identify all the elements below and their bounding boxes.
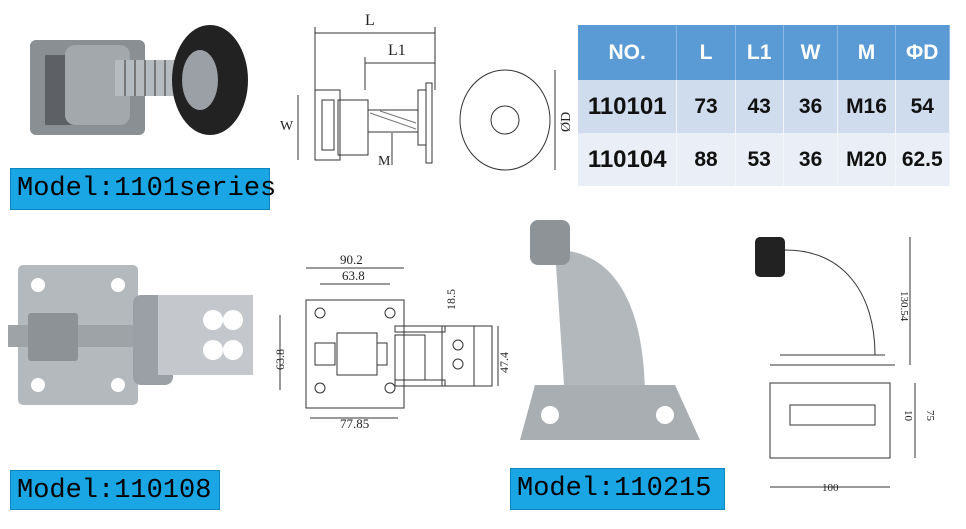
- header-d: ΦD: [895, 25, 951, 80]
- dim-D: ØD: [559, 112, 570, 132]
- cell: 110101: [578, 80, 678, 133]
- cell: 54: [895, 80, 951, 133]
- header-m: M: [837, 25, 896, 80]
- hinge-1101-drawing: L L1 W M ØD: [280, 12, 570, 171]
- dim-77-85: 77.85: [340, 416, 369, 430]
- dim-M: M: [378, 154, 391, 169]
- dim-L: L: [365, 12, 375, 29]
- cell: 43: [735, 80, 784, 133]
- hinge-110108-drawing: 90.2 63.8 18.5 63.8 47.4 77.85: [273, 252, 510, 430]
- cell: 62.5: [895, 133, 951, 186]
- hinge-110108-photo: [8, 265, 253, 405]
- cell: M20: [837, 133, 896, 186]
- cell: 88: [676, 133, 736, 186]
- hinge-110215-drawing: 130.54 75 10 100: [755, 237, 936, 494]
- spec-table: NO. L L1 W M ΦD 110101 73 43 36 M16 54 1…: [578, 25, 951, 186]
- header-l1: L1: [735, 25, 784, 80]
- dim-130-54: 130.54: [898, 291, 910, 322]
- cell: M16: [837, 80, 896, 133]
- dim-47-4: 47.4: [497, 352, 510, 373]
- cell: 36: [783, 80, 839, 133]
- table-row: 110101 73 43 36 M16 54: [578, 80, 951, 133]
- dim-10: 10: [902, 410, 914, 422]
- dim-90-2: 90.2: [340, 252, 363, 267]
- header-w: W: [783, 25, 839, 80]
- dim-100: 100: [822, 482, 839, 494]
- model-label-1101: Model:1101series: [10, 168, 276, 210]
- model-label-110215: Model:110215: [510, 468, 725, 510]
- dim-63-8-side: 63.8: [273, 349, 287, 370]
- header-no: NO.: [578, 25, 678, 80]
- table-header-row: NO. L L1 W M ΦD: [578, 25, 951, 80]
- cell: 73: [676, 80, 736, 133]
- dim-W: W: [280, 119, 294, 134]
- dim-75: 75: [924, 410, 936, 422]
- dim-18-5: 18.5: [444, 289, 458, 310]
- hinge-1101-photo: [30, 25, 248, 135]
- hinge-110215-photo: [520, 220, 700, 440]
- cell: 53: [735, 133, 784, 186]
- dim-63-8-top: 63.8: [342, 268, 365, 283]
- cell: 36: [783, 133, 839, 186]
- dim-L1: L1: [388, 42, 406, 59]
- model-label-110108: Model:110108: [10, 470, 220, 510]
- header-l: L: [676, 25, 736, 80]
- cell: 110104: [578, 133, 678, 186]
- table-row: 110104 88 53 36 M20 62.5: [578, 133, 951, 186]
